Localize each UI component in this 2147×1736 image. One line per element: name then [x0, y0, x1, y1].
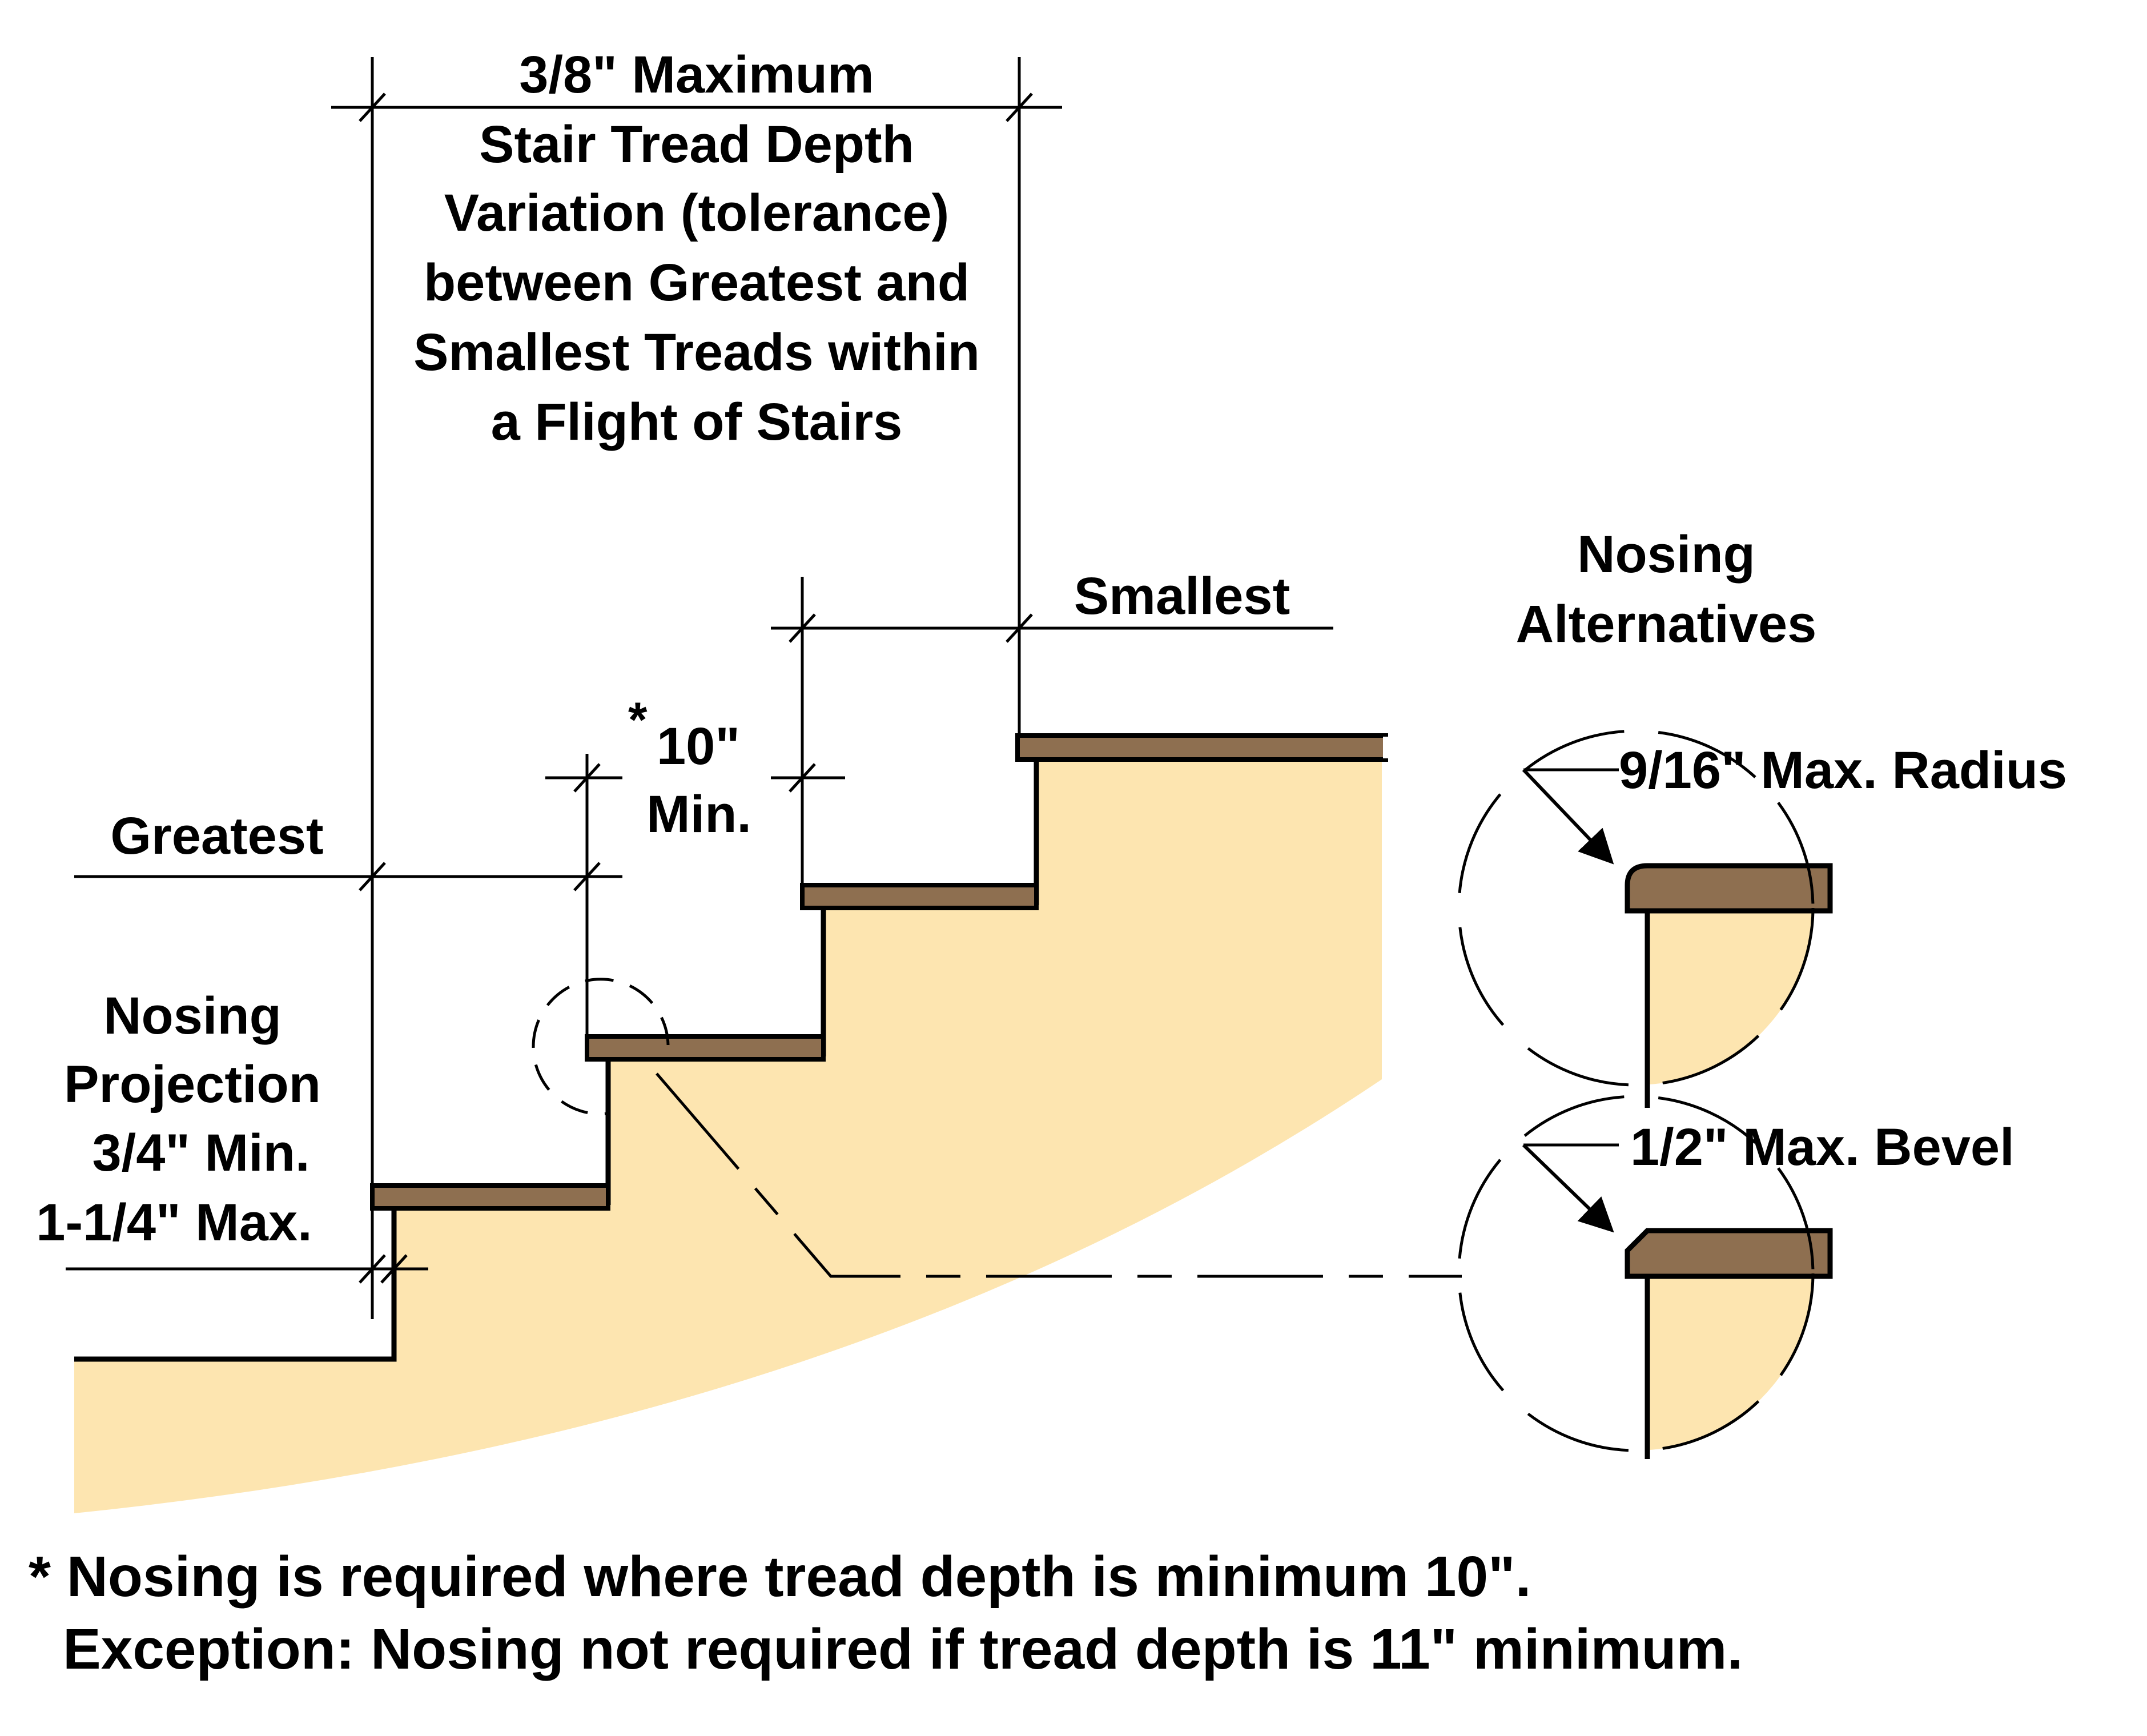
bevel-label: 1/2" Max. Bevel	[1630, 1118, 2015, 1176]
nosing-projection-line-4: 1-1/4" Max.	[36, 1194, 312, 1252]
radius-label: 9/16" Max. Radius	[1619, 741, 2067, 799]
tread-1	[370, 1183, 610, 1211]
stair-fill	[74, 757, 1382, 1513]
nosing-projection-line-2: Projection	[64, 1055, 321, 1114]
detail-circle	[532, 978, 670, 1116]
bevel-detail	[1647, 1273, 1813, 1450]
nosing-alternatives-line-1: Nosing	[1577, 525, 1755, 584]
radius-tread	[1625, 863, 1833, 914]
footnote-line-2: Exception: Nosing not required if tread …	[63, 1617, 1743, 1681]
tread-min-value: 10"	[657, 717, 740, 775]
smallest-label: Smallest	[1074, 567, 1290, 625]
bevel-arrow	[1522, 1143, 1614, 1233]
dimension-lines	[66, 106, 1333, 1271]
tread-2	[585, 1034, 826, 1062]
tread-min-star: *	[628, 693, 648, 748]
tolerance-line-1: 3/8" Maximum	[519, 46, 874, 104]
dimension-ticks	[359, 93, 1033, 1284]
bevel-tread	[1625, 1228, 1833, 1279]
footnote-line-1: * Nosing is required where tread depth i…	[29, 1545, 1531, 1609]
tread-min-suffix: Min.	[646, 785, 751, 843]
nosing-projection-line-3: 3/4" Min.	[92, 1124, 309, 1182]
radius-detail	[1647, 908, 1813, 1085]
tolerance-line-3: Variation (tolerance)	[444, 184, 949, 242]
tread-3	[800, 883, 1039, 910]
tread-4	[1015, 733, 1388, 762]
tolerance-line-6: a Flight of Stairs	[491, 393, 903, 451]
tolerance-line-2: Stair Tread Depth	[479, 115, 914, 174]
nosing-projection-line-1: Nosing	[103, 987, 282, 1045]
radius-arrow	[1522, 768, 1614, 865]
tolerance-line-5: Smallest Treads within	[413, 323, 980, 381]
bevel-circle	[1457, 1095, 1815, 1452]
detail-leader	[656, 1072, 1462, 1278]
nosing-alternatives-line-2: Alternatives	[1516, 595, 1817, 653]
radius-circle	[1457, 729, 1815, 1087]
greatest-label: Greatest	[110, 807, 323, 865]
tolerance-line-4: between Greatest and	[424, 254, 970, 312]
